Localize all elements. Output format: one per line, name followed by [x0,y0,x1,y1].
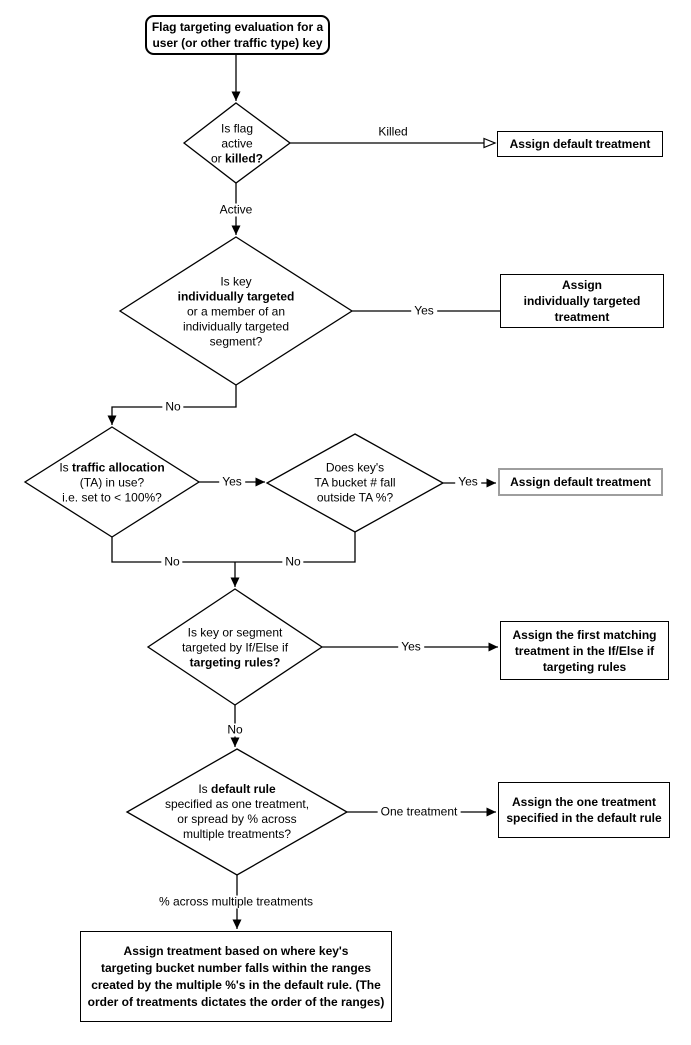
decision-ta-bucket-label: Does key's TA bucket # fall outside TA %… [314,460,396,505]
edge-label-active: Active [216,203,256,217]
decision-default-rule [125,748,349,876]
edge-label-pct-multiple: % across multiple treatments [155,895,317,909]
start-node-text: user (or other traffic type) key [152,36,323,50]
decision-targeting-rules [146,588,324,706]
edge-label-no-individual: No [162,400,184,414]
edge-label-no-ta: No [161,555,183,569]
decision-traffic-allocation [23,426,201,538]
edge-no-bucket [235,532,356,563]
edge-label-yes-bucket: Yes [455,475,481,489]
box-assign-one-treatment: Assign the one treatment specified in th… [498,782,670,838]
start-node-text: Flag targeting evaluation for a [151,20,324,34]
decision-individual-targeting-label: Is key individually targeted or a member… [177,274,295,349]
decision-traffic-allocation-label: Is traffic allocation (TA) in use? i.e. … [59,460,165,505]
edge-label-one-treatment: One treatment [377,805,461,819]
edge-no-ta [111,537,235,563]
box-assign-individual: Assign individually targeted treatment [500,274,664,328]
decision-targeting-rules-label: Is key or segment targeted by If/Else if… [181,625,289,670]
edge-label-yes-rules: Yes [398,640,424,654]
decision-flag-status-label: Is flag active or killed? [210,121,264,166]
edge-label-killed: Killed [375,125,411,139]
decision-individual-targeting [118,236,354,386]
box-assign-by-ranges: Assign treatment based on where key's ta… [80,931,392,1022]
edge-label-no-rules: No [224,723,246,737]
box-assign-first-matching: Assign the first matching treatment in t… [500,621,669,680]
start-node: Flag targeting evaluation for a user (or… [145,15,330,55]
box-assign-default-killed: Assign default treatment [497,131,663,157]
box-assign-default-ta: Assign default treatment [498,468,663,496]
edge-label-no-bucket: No [282,555,304,569]
decision-ta-bucket [265,433,445,533]
decision-flag-status [182,102,292,184]
edge-label-yes-ta: Yes [219,475,245,489]
decision-default-rule-label: Is default rule specified as one treatme… [164,782,310,841]
edge-label-yes-individual: Yes [411,304,437,318]
